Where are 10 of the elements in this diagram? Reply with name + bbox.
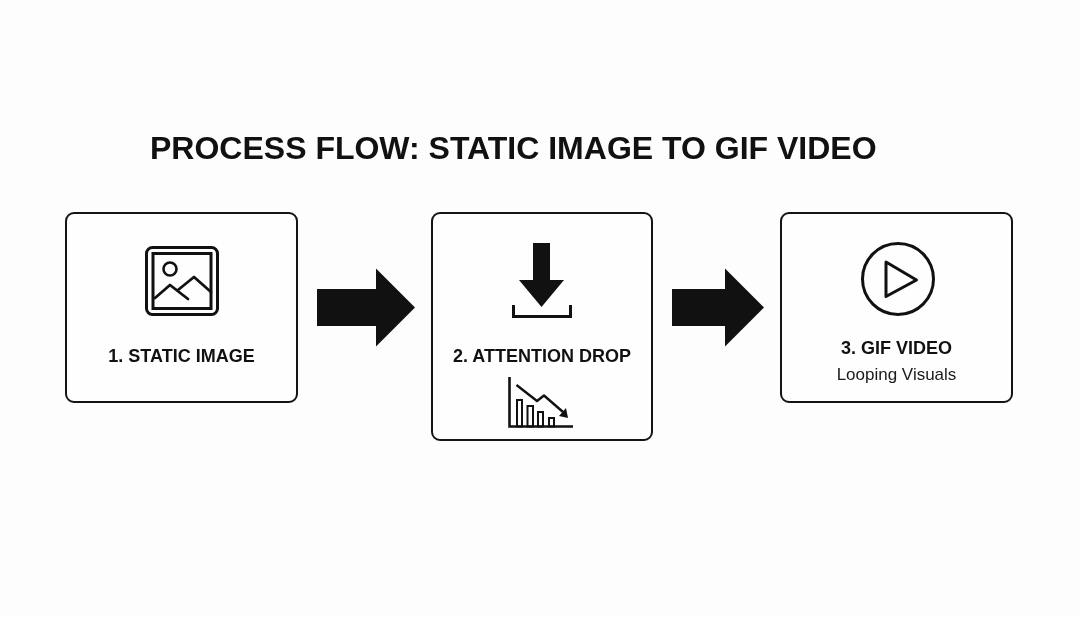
step-title: 3. GIF VIDEO — [841, 336, 952, 359]
step-subtitle: Looping Visuals — [836, 364, 957, 385]
block-arrow — [672, 268, 764, 347]
step-title: 1. STATIC IMAGE — [108, 344, 255, 367]
diagram-title: PROCESS FLOW: STATIC IMAGE TO GIF VIDEO — [150, 130, 877, 167]
step-card — [65, 212, 298, 403]
block-arrow — [317, 268, 415, 347]
step-title: 2. ATTENTION DROP — [453, 344, 631, 367]
step-card — [431, 212, 653, 441]
step-card — [780, 212, 1013, 403]
